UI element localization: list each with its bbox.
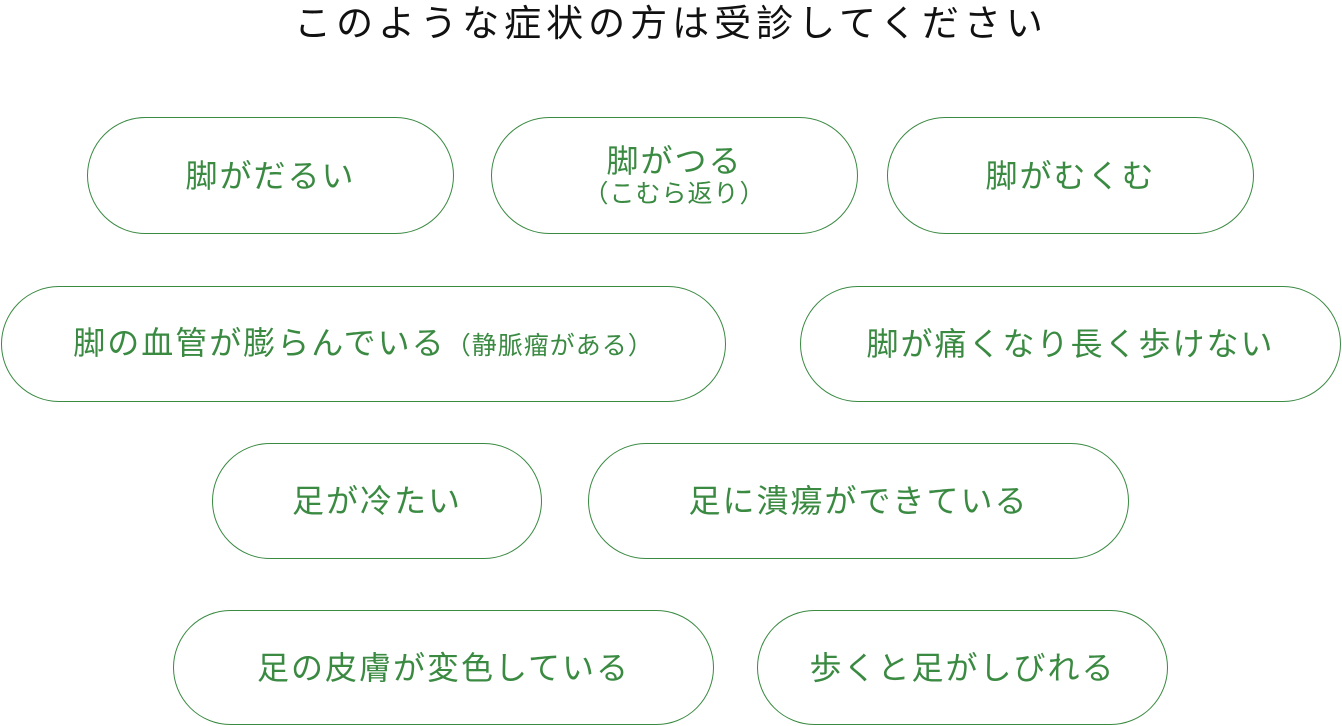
page-title: このような症状の方は受診してください xyxy=(294,2,1048,45)
symptom-pill-leg-cramps: 脚がつる （こむら返り） xyxy=(491,117,858,234)
symptom-note: （静脈瘤がある） xyxy=(445,330,654,360)
symptom-label: 足が冷たい xyxy=(291,482,462,520)
symptom-note: （こむら返り） xyxy=(583,178,766,208)
symptom-pill-varicose-veins: 脚の血管が膨らんでいる（静脈瘤がある） xyxy=(1,286,726,402)
symptom-label: 歩くと足がしびれる xyxy=(809,648,1116,687)
symptom-pill-skin-discoloration: 足の皮膚が変色している xyxy=(173,610,714,725)
symptom-label: 脚がむくむ xyxy=(985,156,1156,195)
symptom-label: 脚が痛くなり長く歩けない xyxy=(866,325,1275,363)
symptom-pill-leg-swelling: 脚がむくむ xyxy=(887,117,1254,234)
symptom-pill-cold-feet: 足が冷たい xyxy=(212,443,542,559)
symptom-label: 脚がつる xyxy=(606,141,743,180)
symptom-label: 足に潰瘍ができている xyxy=(688,482,1029,520)
symptom-label: 脚の血管が膨らんでいる xyxy=(73,323,446,362)
symptom-line: 脚の血管が膨らんでいる（静脈瘤がある） xyxy=(73,325,653,364)
symptom-pill-foot-ulcer: 足に潰瘍ができている xyxy=(588,443,1129,559)
symptom-label: 脚がだるい xyxy=(185,156,356,195)
symptom-pill-numbness-walking: 歩くと足がしびれる xyxy=(757,610,1168,725)
symptom-label: 足の皮膚が変色している xyxy=(256,648,631,687)
symptom-pill-legs-tired: 脚がだるい xyxy=(87,117,454,234)
symptom-pill-pain-walking: 脚が痛くなり長く歩けない xyxy=(800,286,1341,402)
